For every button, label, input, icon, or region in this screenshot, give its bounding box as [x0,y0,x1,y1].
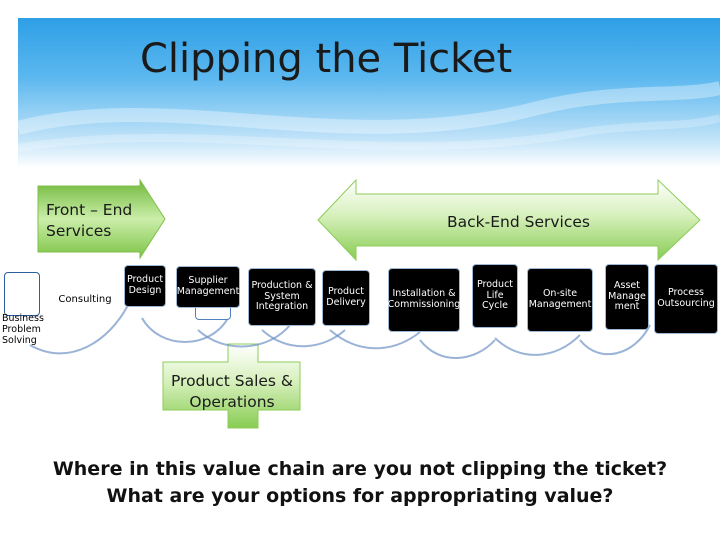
supplier-management-card: Supplier Management [176,266,240,308]
question-line-1: Where in this value chain are you not cl… [52,458,668,480]
asset-management-card: Asset Manage ment [605,264,649,330]
product-design-label: Product Design [126,274,164,296]
front-end-arrow [37,178,166,260]
onsite-management-label: On-site Management [528,288,592,310]
asset-management-label: Asset Manage ment [608,279,646,313]
product-lifecycle-label: Product Life Cycle [476,278,514,312]
consulting-label: Consulting [58,294,112,305]
back-end-arrow [317,178,701,262]
process-outsourcing-label: Process Outsourcing [657,287,715,309]
product-lifecycle-card: Product Life Cycle [472,264,518,328]
supplier-management-label: Supplier Management [176,275,240,297]
production-integration-card: Production & System Integration [248,268,316,326]
back-end-label: Back-End Services [447,213,590,231]
business-problem-box [4,272,40,316]
process-outsourcing-card: Process Outsourcing [654,264,718,334]
front-end-label: Front – End Services [46,201,133,240]
production-integration-label: Production & System Integration [251,279,313,313]
question-text: Where in this value chain are you not cl… [0,456,720,509]
installation-commissioning-label: Installation & Commissioning [387,288,461,310]
header-swirl-decoration [18,81,720,152]
product-delivery-card: Product Delivery [322,270,370,326]
header-banner [18,18,720,168]
product-design-card: Product Design [124,265,166,307]
sales-operations-arrow [162,343,301,429]
installation-commissioning-card: Installation & Commissioning [388,268,460,332]
chain-connectors [29,304,651,359]
onsite-management-card: On-site Management [527,268,593,332]
sales-operations-label: Product Sales & Operations [170,372,294,411]
product-delivery-label: Product Delivery [326,286,366,308]
business-problem-solving-label: Business Problem Solving [2,313,44,346]
question-line-2: What are your options for appropriating … [106,484,614,507]
page-title: Clipping the Ticket [140,36,513,82]
